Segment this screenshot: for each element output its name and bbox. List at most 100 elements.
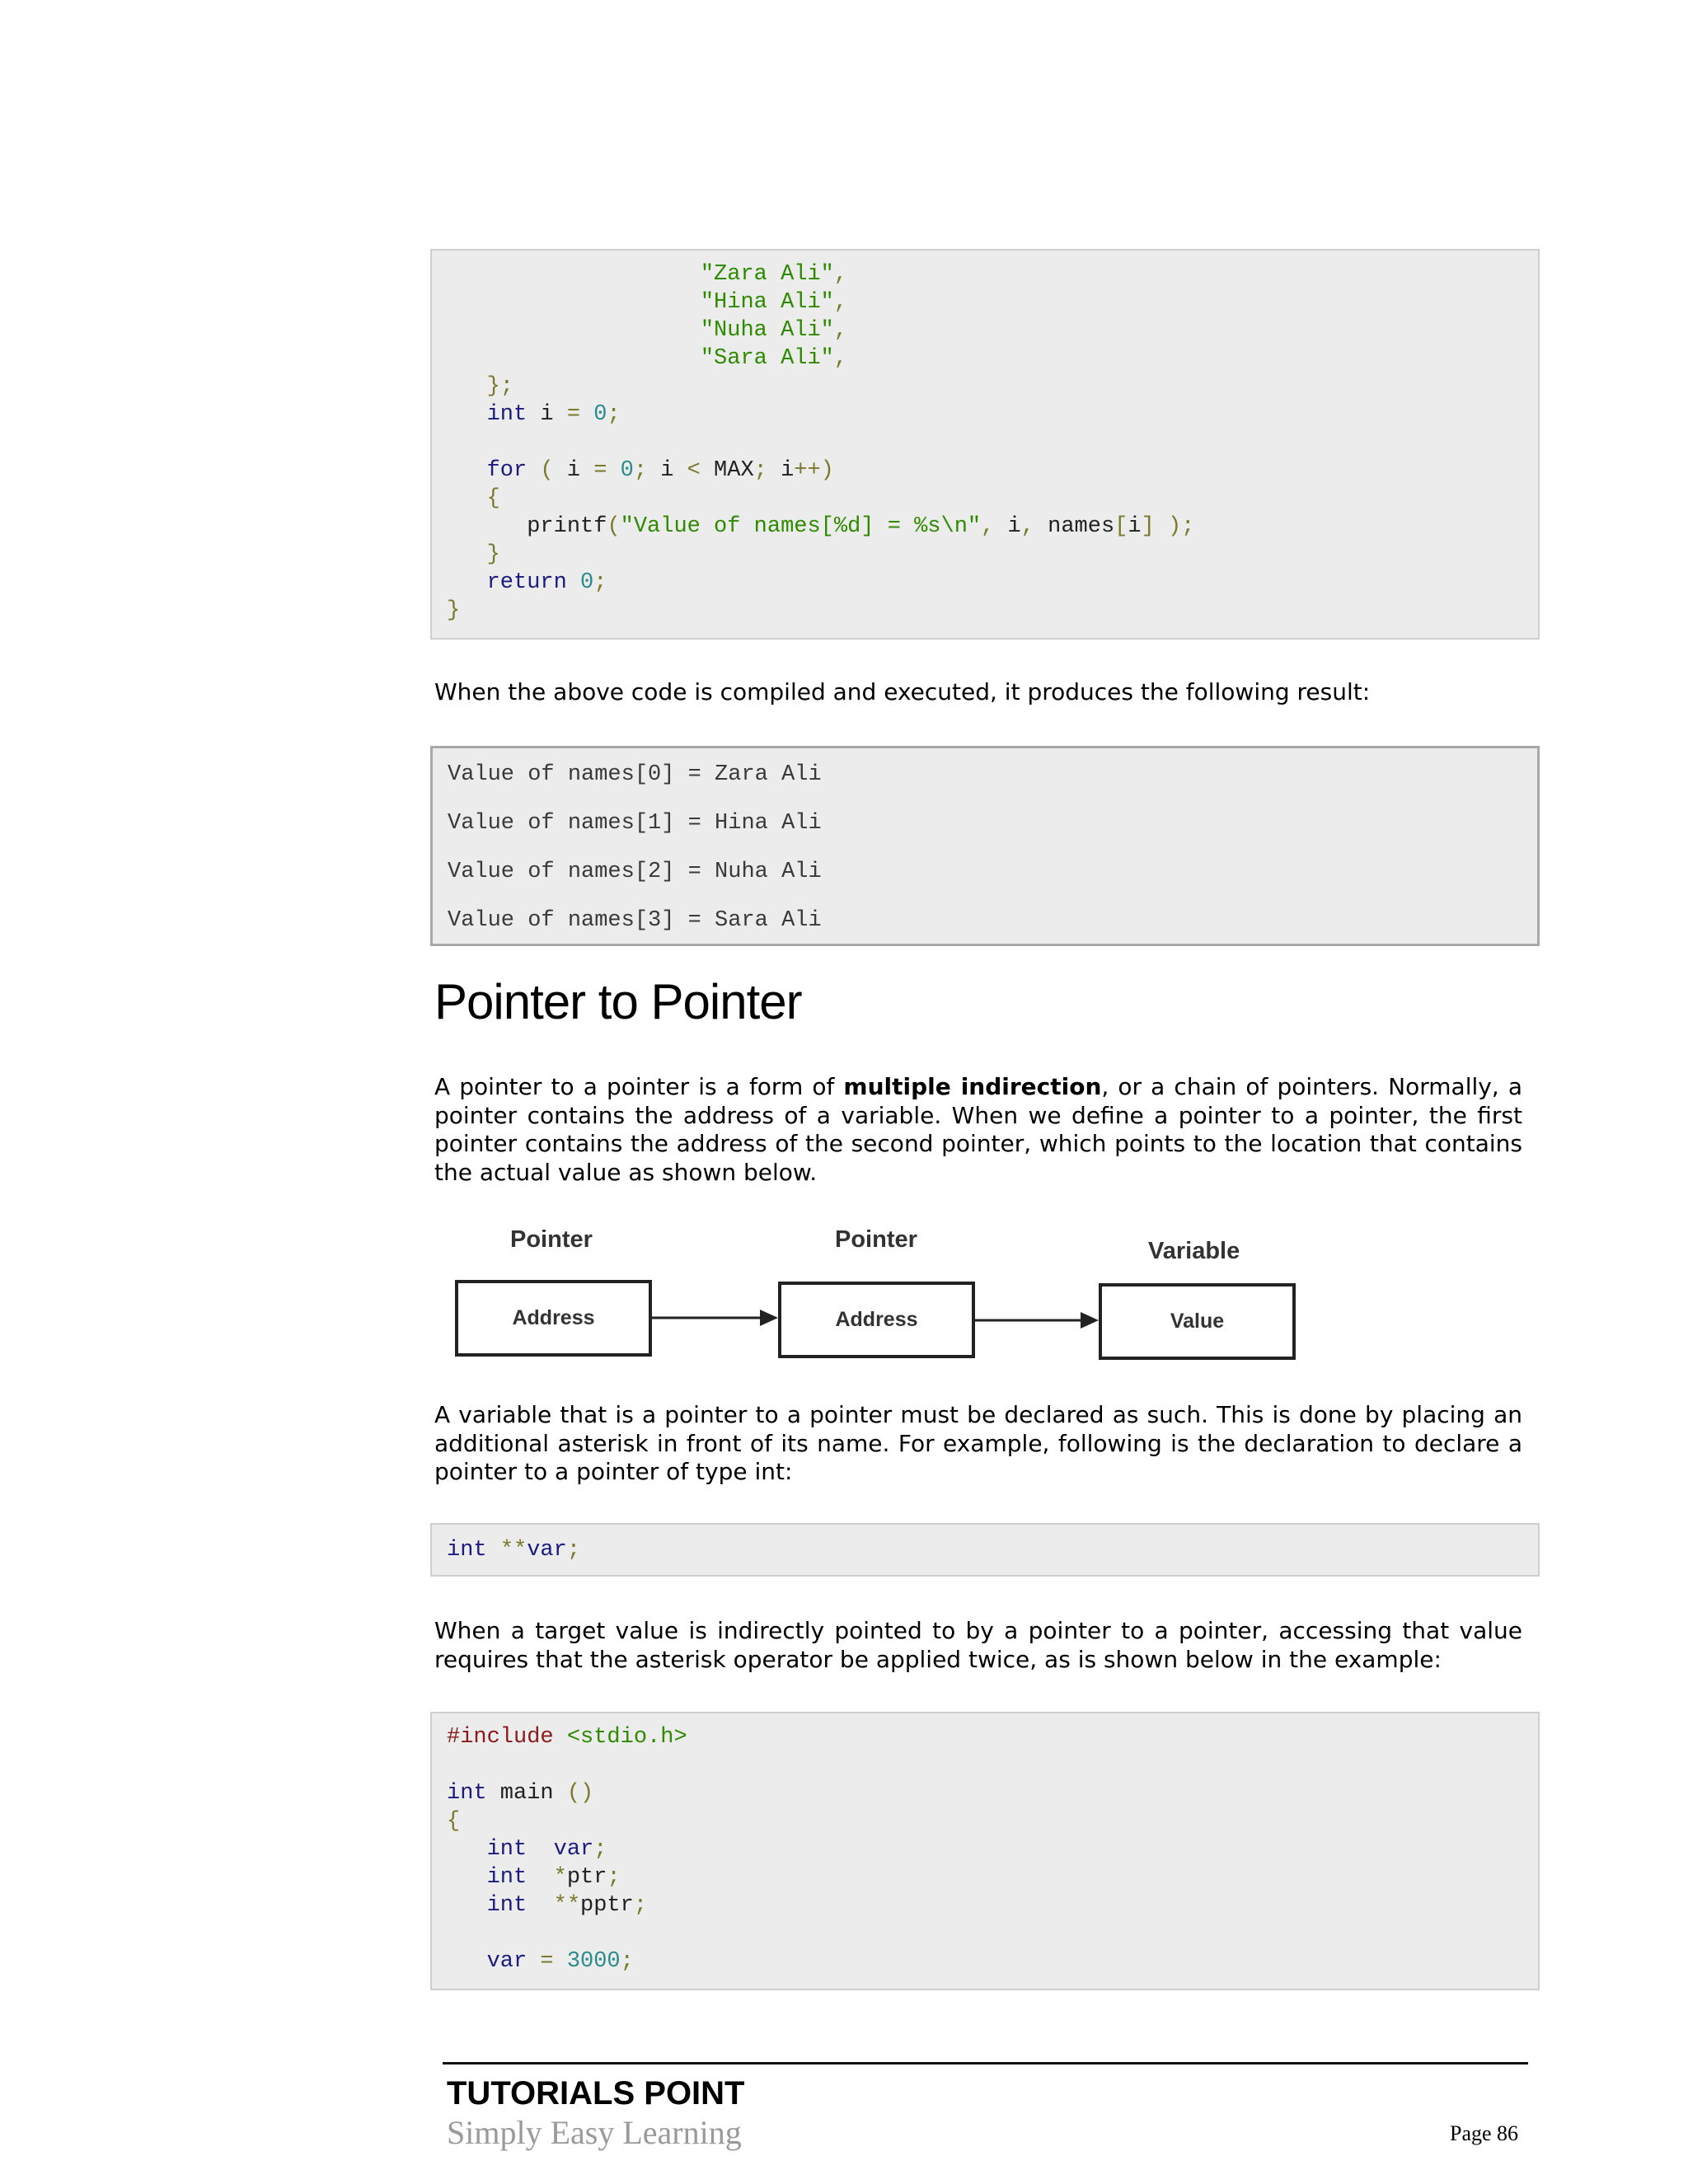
code-block-declaration: int **var; bbox=[430, 1523, 1540, 1577]
diagram-box-address-1: Address bbox=[455, 1280, 652, 1357]
code-token: i bbox=[1128, 514, 1142, 539]
code-token: { bbox=[486, 486, 500, 511]
code-token: int bbox=[486, 1837, 528, 1862]
paragraph-text: A pointer to a pointer is a form of bbox=[434, 1073, 844, 1100]
code-token: "Value of names[%d] = %s\n" bbox=[620, 514, 982, 539]
code-token: } bbox=[486, 542, 500, 567]
code-token: , bbox=[1020, 514, 1034, 539]
code-token: int bbox=[447, 1538, 487, 1563]
code-token: ** bbox=[499, 1538, 528, 1563]
code-token: #include bbox=[447, 1725, 554, 1750]
code-token bbox=[447, 1865, 487, 1890]
footer-divider bbox=[443, 2062, 1528, 2064]
paragraph-declaration: A variable that is a pointer to a pointe… bbox=[434, 1401, 1522, 1485]
arrow-icon bbox=[975, 1312, 1099, 1329]
code-token: i bbox=[994, 514, 1021, 539]
code-token: int bbox=[486, 1865, 528, 1890]
code-token: , bbox=[981, 514, 995, 539]
result-intro-text: When the above code is compiled and exec… bbox=[434, 678, 1371, 705]
footer-brand: TUTORIALS POINT bbox=[447, 2075, 745, 2111]
code-token: return bbox=[486, 570, 567, 595]
code-token: MAX bbox=[700, 458, 754, 483]
code-token bbox=[447, 1893, 487, 1918]
code-token bbox=[527, 1837, 553, 1862]
footer-tagline: Simply Easy Learning bbox=[447, 2114, 742, 2151]
output-line: Value of names[0] = Zara Ali bbox=[448, 762, 822, 787]
code-token: int bbox=[486, 1893, 528, 1918]
code-line: } bbox=[447, 541, 500, 569]
code-token bbox=[487, 1538, 500, 1563]
output-block: Value of names[0] = Zara Ali Value of na… bbox=[430, 746, 1540, 946]
code-token: , bbox=[833, 318, 848, 343]
code-token: ; bbox=[633, 1893, 648, 1918]
code-token: var bbox=[553, 1837, 594, 1862]
code-token bbox=[527, 1865, 553, 1890]
code-token: ; bbox=[633, 458, 648, 483]
code-token: printf bbox=[447, 514, 607, 539]
code-line: "Zara Ali", bbox=[447, 260, 847, 288]
code-token: < bbox=[687, 458, 701, 483]
code-line: #include <stdio.h> bbox=[447, 1723, 687, 1751]
code-token: <stdio.h> bbox=[566, 1725, 687, 1750]
code-line: } bbox=[447, 597, 460, 625]
paragraph-text: , or a chain of pointers. Normally, a po… bbox=[434, 1073, 1522, 1186]
code-token: ; bbox=[753, 458, 767, 483]
paragraph-double-deref: When a target value is indirectly pointe… bbox=[434, 1617, 1522, 1673]
bold-term: multiple indirection bbox=[843, 1073, 1102, 1100]
code-token: main bbox=[486, 1781, 567, 1806]
code-line: for ( i = 0; i < MAX; i++) bbox=[447, 457, 834, 485]
code-line: int **var; bbox=[447, 1536, 580, 1564]
code-token: ] bbox=[1141, 514, 1155, 539]
code-token: 3000 bbox=[566, 1949, 621, 1974]
code-token: ++) bbox=[794, 458, 834, 483]
code-line: { bbox=[447, 1807, 460, 1835]
code-token: var bbox=[527, 1538, 567, 1563]
code-token: ; bbox=[620, 1949, 634, 1974]
code-token: ); bbox=[1167, 514, 1195, 539]
code-token: ; bbox=[593, 570, 607, 595]
code-token bbox=[447, 1837, 487, 1862]
code-token: int bbox=[447, 1781, 487, 1806]
code-token: "Hina Ali" bbox=[700, 290, 834, 315]
code-token: } bbox=[447, 598, 461, 623]
code-token: ( bbox=[540, 458, 554, 483]
code-token: () bbox=[566, 1781, 594, 1806]
code-line: printf("Value of names[%d] = %s\n", i, n… bbox=[447, 513, 1194, 541]
code-token: ; bbox=[607, 402, 621, 427]
code-token: i bbox=[767, 458, 795, 483]
code-token: "Zara Ali" bbox=[700, 262, 834, 287]
code-token: 0 bbox=[620, 458, 634, 483]
code-line: "Hina Ali", bbox=[447, 288, 847, 316]
arrow-icon bbox=[652, 1310, 778, 1326]
code-token: { bbox=[447, 1809, 461, 1834]
code-token: , bbox=[833, 290, 848, 315]
code-line: int i = 0; bbox=[447, 401, 621, 429]
code-token: "Nuha Ali" bbox=[700, 318, 834, 343]
output-line: Value of names[3] = Sara Ali bbox=[448, 908, 822, 933]
code-line: { bbox=[447, 485, 500, 513]
code-token: ( bbox=[607, 514, 621, 539]
diagram-label-variable: Variable bbox=[1148, 1238, 1240, 1264]
code-token: [ bbox=[1114, 514, 1128, 539]
code-token: "Sara Ali" bbox=[700, 346, 834, 371]
code-token: ; bbox=[593, 1837, 607, 1862]
diagram-box-address-2: Address bbox=[778, 1282, 975, 1358]
code-token: , bbox=[833, 346, 848, 371]
code-token: ; bbox=[607, 1865, 621, 1890]
diagram-label-pointer-2: Pointer bbox=[835, 1226, 917, 1253]
code-token: = bbox=[540, 1949, 554, 1974]
code-token: = bbox=[566, 402, 581, 427]
page-number: Page 86 bbox=[1450, 2121, 1519, 2145]
code-token: , bbox=[833, 262, 848, 287]
code-token: 0 bbox=[580, 570, 594, 595]
code-block-names-loop: "Zara Ali", "Hina Ali", "Nuha Ali", "Sar… bbox=[430, 249, 1540, 640]
code-line: int var; bbox=[447, 1835, 607, 1863]
output-line: Value of names[2] = Nuha Ali bbox=[448, 860, 822, 884]
code-token: ** bbox=[553, 1893, 581, 1918]
code-token bbox=[554, 1725, 567, 1750]
code-line: int **pptr; bbox=[447, 1891, 647, 1919]
paragraph-pointer-intro: A pointer to a pointer is a form of mult… bbox=[434, 1073, 1522, 1187]
code-token bbox=[527, 1949, 540, 1974]
diagram-label-pointer-1: Pointer bbox=[510, 1226, 593, 1253]
